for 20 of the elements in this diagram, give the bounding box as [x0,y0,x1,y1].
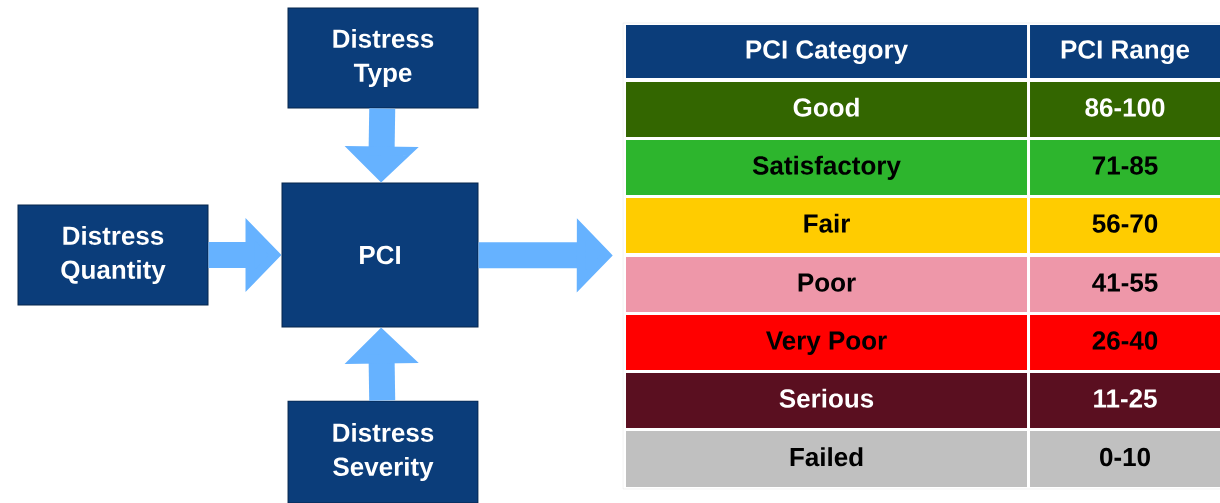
table-cell: Satisfactory [626,140,1027,195]
process-box: Distress Type [287,7,479,109]
table-cell: Serious [626,373,1027,428]
table-cell: 0-10 [1030,431,1220,487]
table-cell: Very Poor [626,315,1027,370]
process-box: Distress Quantity [17,204,209,306]
table-cell: 86-100 [1030,82,1220,137]
table-cell: Poor [626,257,1027,312]
table-cell: Good [626,82,1027,137]
process-box: Distress Severity [287,400,479,503]
table-cell: 71-85 [1030,140,1220,195]
table-cell: 11-25 [1030,373,1220,428]
table-cell: Fair [626,198,1027,253]
table-cell: 26-40 [1030,315,1220,370]
table-cell: 41-55 [1030,257,1220,312]
header-cell: PCI Range [1030,25,1220,78]
header-cell: PCI Category [626,25,1027,78]
process-box: PCI [281,182,479,328]
table-cell: Failed [626,431,1027,487]
table-cell: 56-70 [1030,198,1220,253]
